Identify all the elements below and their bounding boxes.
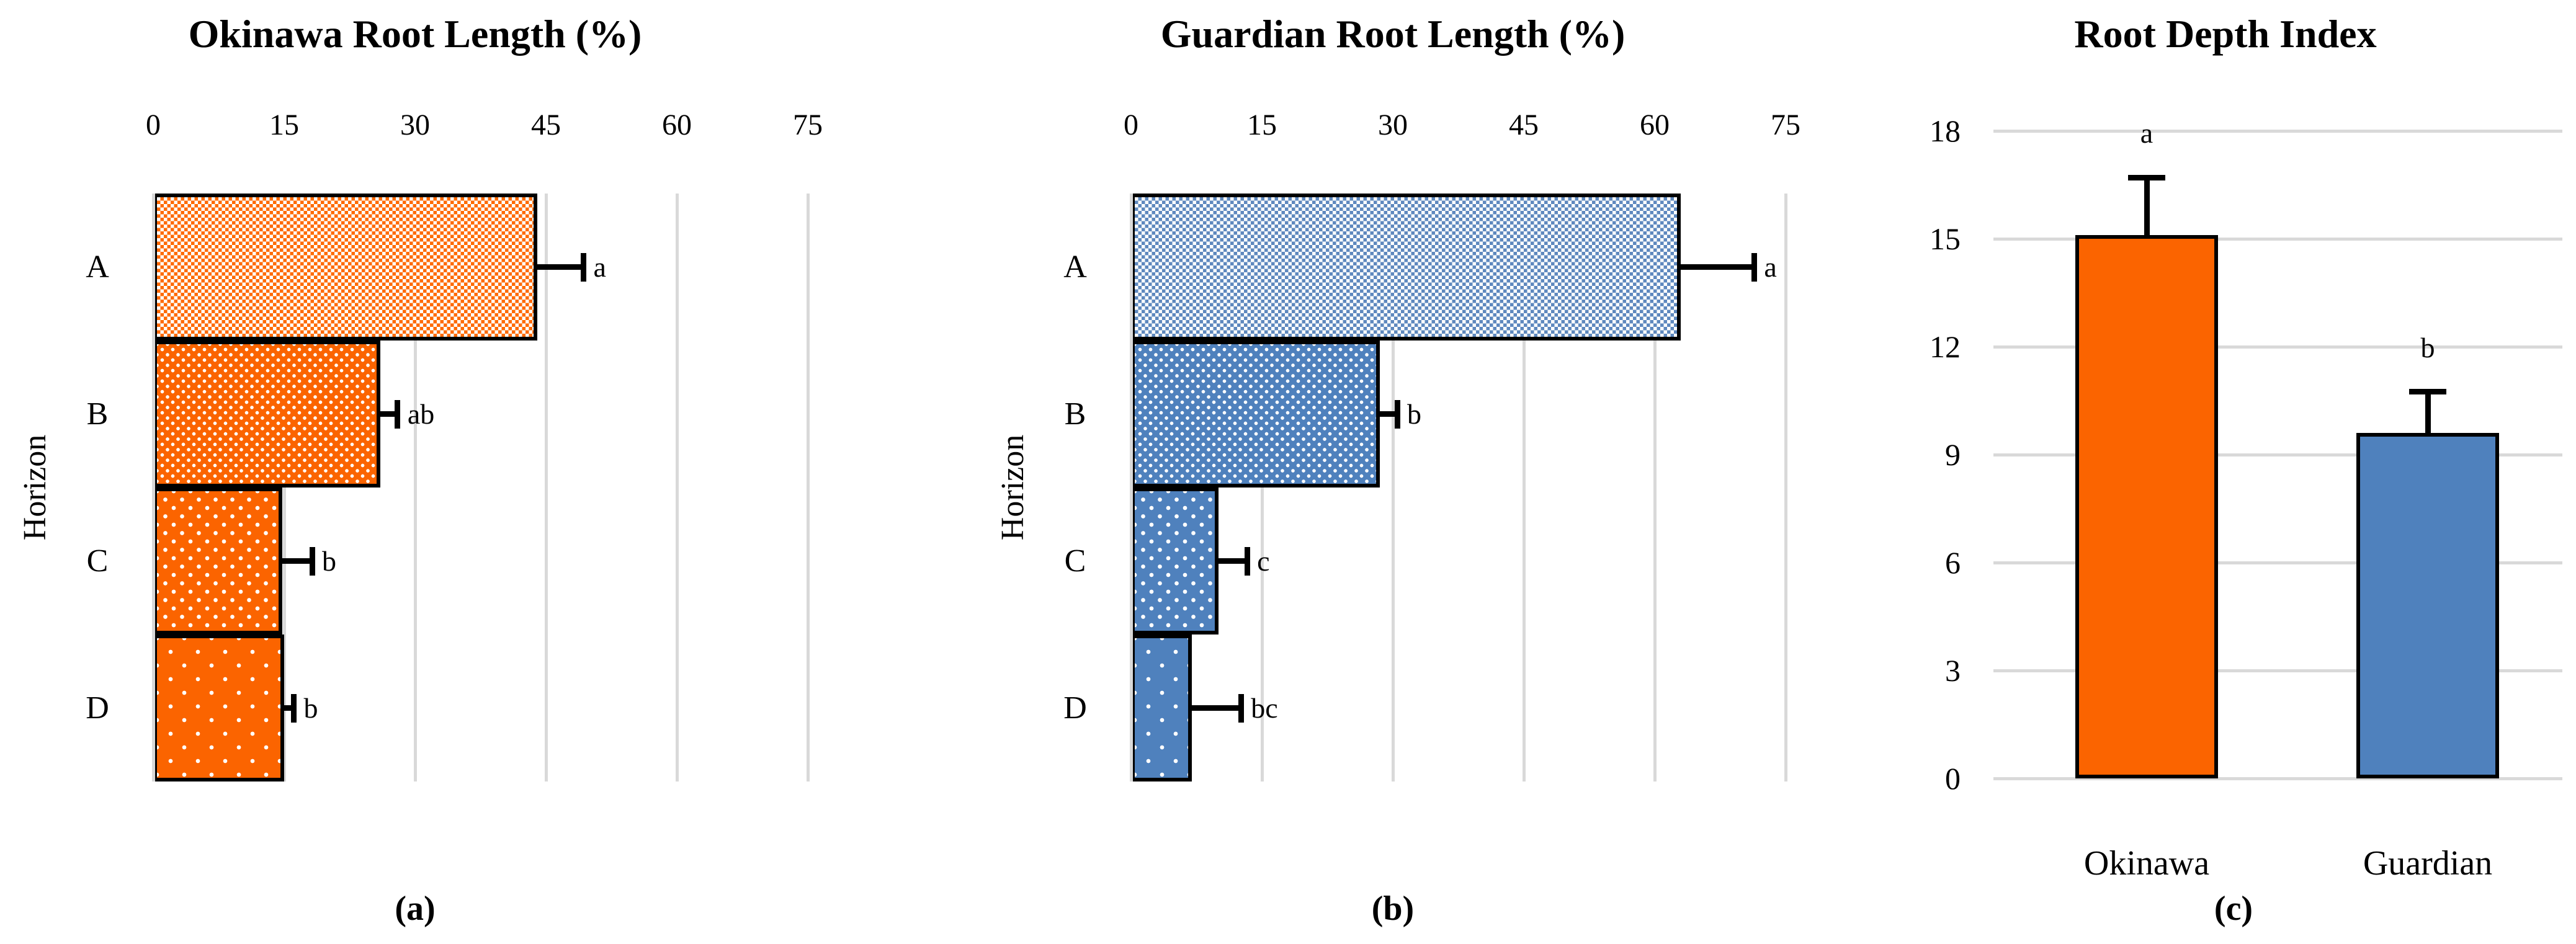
chart-b-x-tick-60: 60 <box>1640 109 1670 141</box>
chart-b-errorbar-cap-C <box>1244 546 1250 576</box>
chart-b-gridline-30 <box>1391 194 1395 781</box>
chart-a-gridline-60 <box>675 194 679 781</box>
chart-b-errorbar-line-B <box>1379 411 1398 417</box>
chart-c-errorbar-cap-Okinawa <box>2128 174 2165 180</box>
chart-b-bar-A <box>1131 194 1681 341</box>
chart-a-x-tick-45: 45 <box>531 109 561 141</box>
chart-b-category-label-B: B <box>1064 396 1086 432</box>
chart-c-y-tick-6: 6 <box>1945 545 1961 580</box>
chart-a-errorbar-line-A <box>537 264 584 270</box>
chart-c-bar-Okinawa <box>2075 235 2218 778</box>
chart-c-errorbar-cap-Guardian <box>2409 389 2446 394</box>
chart-c-y-tick-18: 18 <box>1930 114 1961 148</box>
chart-c-gridline-3 <box>1993 669 2562 672</box>
chart-b-errorbar-line-D <box>1192 705 1241 711</box>
chart-b-category-label-C: C <box>1064 543 1086 579</box>
chart-c-y-tick-9: 9 <box>1945 437 1961 472</box>
chart-b-gridline-45 <box>1522 194 1526 781</box>
chart-a-gridline-30 <box>413 194 417 781</box>
chart-b-errorbar-line-A <box>1681 264 1755 270</box>
chart-b-gridline-0 <box>1129 194 1133 781</box>
chart-b-bar-C <box>1131 488 1219 635</box>
chart-c-y-tick-0: 0 <box>1945 761 1961 796</box>
chart-a-bar-D <box>153 635 284 781</box>
chart-b-sig-label-B: b <box>1407 398 1422 430</box>
chart-c-errorbar-line-Guardian <box>2425 391 2431 434</box>
chart-c-gridline-12 <box>1993 345 2562 349</box>
chart-b-title: Guardian Root Length (%) <box>1160 12 1626 56</box>
chart-b-category-label-D: D <box>1063 690 1087 726</box>
chart-a-errorbar-cap-B <box>395 399 401 429</box>
chart-a-x-tick-60: 60 <box>662 109 692 141</box>
chart-b-sig-label-A: a <box>1764 251 1777 283</box>
chart-a-errorbar-line-D <box>284 705 294 711</box>
chart-b-caption: (b) <box>1371 889 1415 928</box>
chart-a-errorbar-cap-D <box>290 693 297 723</box>
chart-c-gridline-9 <box>1993 453 2562 456</box>
chart-c-errorbar-line-Okinawa <box>2144 177 2150 236</box>
chart-c-caption: (c) <box>2214 889 2253 928</box>
chart-b-gridline-15 <box>1260 194 1264 781</box>
chart-b-errorbar-cap-D <box>1238 693 1244 723</box>
chart-c-y-tick-3: 3 <box>1945 653 1961 688</box>
chart-a-category-label-C: C <box>86 543 109 579</box>
chart-a-x-tick-30: 30 <box>400 109 430 141</box>
chart-a-sig-label-D: b <box>303 692 318 724</box>
chart-a-caption: (a) <box>395 889 436 928</box>
chart-c-gridline-0 <box>1993 777 2562 780</box>
chart-c-sig-label-Okinawa: a <box>2140 117 2153 149</box>
chart-b-x-tick-75: 75 <box>1771 109 1800 141</box>
chart-b-gridline-75 <box>1784 194 1787 781</box>
chart-a-gridline-15 <box>282 194 286 781</box>
chart-b-sig-label-D: bc <box>1251 692 1278 724</box>
chart-c-gridline-6 <box>1993 561 2562 564</box>
chart-b-bar-D <box>1131 635 1192 781</box>
chart-c-category-label-Okinawa: Okinawa <box>2083 844 2210 883</box>
chart-b-bar-B <box>1131 341 1380 488</box>
chart-a-x-tick-0: 0 <box>146 109 161 141</box>
chart-b-x-tick-15: 15 <box>1247 109 1277 141</box>
chart-b-x-tick-30: 30 <box>1378 109 1408 141</box>
chart-b-x-tick-0: 0 <box>1124 109 1138 141</box>
chart-a-x-tick-75: 75 <box>793 109 823 141</box>
chart-a-title: Okinawa Root Length (%) <box>188 12 642 56</box>
chart-b-errorbar-cap-A <box>1751 252 1757 282</box>
chart-a-bar-A <box>153 194 537 341</box>
chart-a-sig-label-C: b <box>322 545 336 577</box>
chart-a-x-tick-15: 15 <box>269 109 299 141</box>
chart-c-gridline-15 <box>1993 237 2562 241</box>
chart-c-gridline-18 <box>1993 129 2562 133</box>
chart-a-errorbar-line-C <box>282 558 312 564</box>
chart-a-category-label-A: A <box>86 249 109 285</box>
chart-c-title: Root Depth Index <box>2074 12 2377 56</box>
chart-a-bar-B <box>153 341 380 488</box>
chart-a-gridline-0 <box>151 194 155 781</box>
chart-c-y-tick-12: 12 <box>1930 329 1961 364</box>
chart-b-gridline-60 <box>1653 194 1657 781</box>
chart-a-errorbar-line-B <box>380 411 398 417</box>
chart-b-errorbar-cap-B <box>1394 399 1400 429</box>
chart-b-sig-label-C: c <box>1257 545 1270 577</box>
chart-a-category-label-D: D <box>86 690 109 726</box>
chart-a-errorbar-cap-C <box>309 546 315 576</box>
chart-a-sig-label-A: a <box>593 251 606 283</box>
chart-c-category-label-Guardian: Guardian <box>2363 844 2493 883</box>
chart-c-sig-label-Guardian: b <box>2420 331 2435 363</box>
chart-a-gridline-75 <box>806 194 810 781</box>
chart-b-category-label-A: A <box>1063 249 1087 285</box>
chart-a-bar-C <box>153 488 283 635</box>
chart-a-gridline-45 <box>544 194 548 781</box>
chart-b-x-tick-45: 45 <box>1509 109 1539 141</box>
chart-c-y-tick-15: 15 <box>1930 221 1961 256</box>
chart-a-errorbar-cap-A <box>580 252 586 282</box>
chart-a-category-label-B: B <box>86 396 109 432</box>
chart-c-bar-Guardian <box>2356 433 2499 778</box>
chart-a-sig-label-B: ab <box>407 398 435 430</box>
chart-b-errorbar-line-C <box>1218 558 1248 564</box>
